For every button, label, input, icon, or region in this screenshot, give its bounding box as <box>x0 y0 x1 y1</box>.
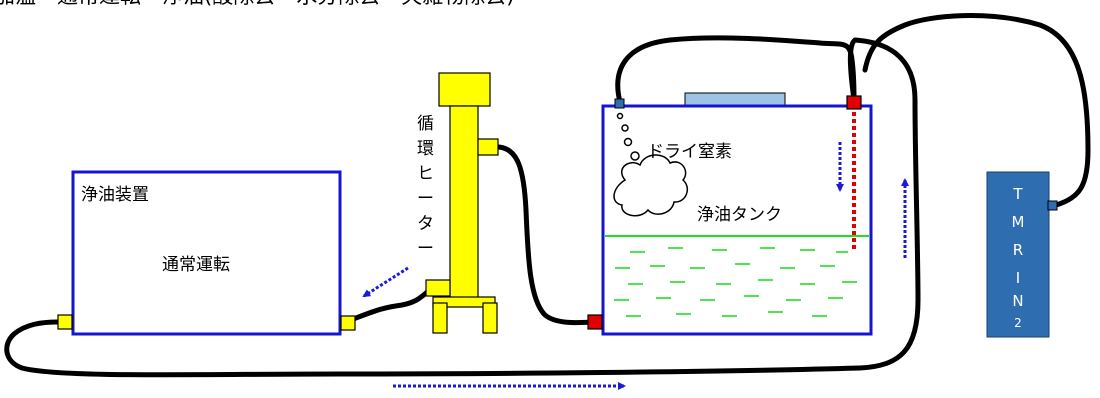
heater-lower-fitting <box>425 279 451 297</box>
svg-text:ヒ: ヒ <box>417 164 434 184</box>
svg-text:R: R <box>1013 241 1023 259</box>
svg-text:T: T <box>1012 185 1023 203</box>
circulation-heater <box>425 72 499 334</box>
heater-leg-left <box>432 302 448 334</box>
pipe-tmr-loop <box>862 13 1091 208</box>
flow-arrow-to-purifier <box>362 266 409 298</box>
purifier-mode: 通常運転 <box>162 255 230 275</box>
heater-base <box>432 296 496 308</box>
purifier-left-fitting <box>57 314 73 330</box>
svg-text:環: 環 <box>417 139 434 159</box>
diagram-title: 加温・通常運転・浄油(酸除去・水分除去・夾雑物除去) <box>0 0 514 8</box>
tank-gas-port <box>614 98 625 109</box>
oil-dashes <box>614 247 857 317</box>
nitrogen-bubbles <box>616 112 640 161</box>
tmr-label: T M R I N 2 <box>1012 185 1025 330</box>
pipe-heater-to-tank <box>495 144 599 326</box>
tank-name: 浄油タンク <box>697 205 782 225</box>
nitrogen-cloud <box>613 154 689 217</box>
pipe-nitrogen-line <box>615 35 857 105</box>
tank-lid <box>684 92 786 107</box>
svg-text:2: 2 <box>1014 316 1022 330</box>
tank-body <box>601 104 873 336</box>
tmr-unit <box>986 171 1050 338</box>
svg-text:タ: タ <box>417 214 434 234</box>
tmr-port <box>1047 200 1058 211</box>
flow-arrows <box>362 142 909 390</box>
pipe-return-loop <box>4 37 921 378</box>
heater-column <box>449 105 479 303</box>
svg-text:ー: ー <box>417 239 434 259</box>
tank-top-valve <box>846 95 862 110</box>
heater-label: 循 環 ヒ ー タ ー <box>417 114 434 259</box>
tank-gas-label: ドライ窒素 <box>647 142 732 162</box>
pipes <box>4 13 1091 378</box>
tank-bottom-valve <box>587 314 603 330</box>
purifier-name: 浄油装置 <box>81 185 149 205</box>
svg-text:N: N <box>1012 292 1023 310</box>
purifier-right-fitting <box>340 315 356 331</box>
heater-leg-right <box>482 302 498 334</box>
svg-text:I: I <box>1016 269 1020 287</box>
svg-text:ー: ー <box>417 189 434 209</box>
svg-text:M: M <box>1012 213 1025 231</box>
pipe-purifier-to-heater <box>345 285 435 324</box>
svg-text:循: 循 <box>417 114 434 134</box>
heater-top-cap <box>438 72 491 107</box>
purifier-box <box>71 170 342 336</box>
heater-upper-fitting <box>477 138 499 156</box>
